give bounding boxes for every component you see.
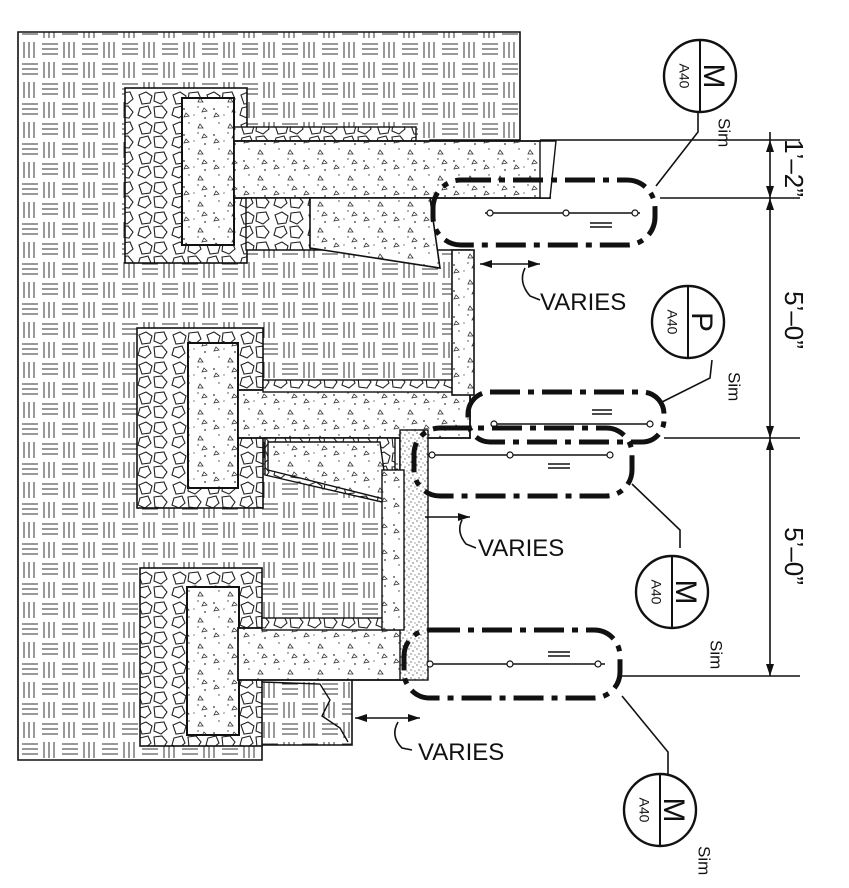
- dimension-3: 5’–0”: [779, 527, 809, 585]
- varies-leader-mid: [425, 513, 477, 549]
- dimension-1: 1’–2”: [779, 139, 809, 197]
- leader-callout-3: [631, 483, 681, 548]
- leader-callout-4: [621, 695, 669, 776]
- dimension-2: 5’–0”: [779, 291, 809, 349]
- dimension-chain: [540, 132, 800, 677]
- callout-4-note: Sim: [695, 846, 714, 875]
- concrete-block-middle: [187, 342, 239, 489]
- tread-upper: [233, 140, 551, 199]
- callout-3-letter: M: [669, 580, 702, 605]
- callout-1-note: Sim: [715, 118, 734, 147]
- riser-middle: [381, 469, 405, 631]
- detail-bubble-2: [465, 389, 667, 445]
- step-lower: [139, 429, 429, 747]
- callout-2-letter: P: [685, 312, 718, 332]
- callout-1-sheet: A40: [676, 64, 692, 89]
- varies-label-top: VARIES: [540, 289, 626, 316]
- step-middle: [136, 249, 475, 509]
- concrete-block-upper: [181, 97, 235, 246]
- callout-4: M A40 Sim: [622, 772, 714, 875]
- callout-3-sheet: A40: [648, 580, 664, 605]
- tread-lower: [237, 627, 404, 681]
- callout-2: P A40 Sim: [650, 284, 744, 401]
- detail-bubble-4: [401, 627, 623, 701]
- riser-upper: [451, 249, 475, 396]
- callout-2-note: Sim: [725, 372, 744, 401]
- callout-3-note: Sim: [707, 640, 726, 669]
- varies-leader-top: [480, 260, 541, 301]
- callout-2-sheet: A40: [664, 310, 680, 335]
- varies-label-mid: VARIES: [478, 535, 564, 562]
- leader-callout-1: [655, 112, 699, 187]
- callout-3: M A40 Sim: [634, 554, 726, 669]
- callout-4-letter: M: [657, 798, 690, 823]
- callout-1-letter: M: [697, 64, 730, 89]
- leader-callout-2: [661, 359, 713, 403]
- varies-leader-bottom: [355, 714, 420, 751]
- concrete-block-lower: [186, 586, 240, 736]
- callout-4-sheet: A40: [636, 798, 652, 823]
- step-upper: [124, 87, 557, 269]
- varies-label-bottom: VARIES: [418, 739, 504, 766]
- detail-bubble-3: [411, 425, 635, 499]
- callout-1: M A40 Sim: [662, 38, 738, 147]
- detail-bubble-1: [430, 177, 658, 248]
